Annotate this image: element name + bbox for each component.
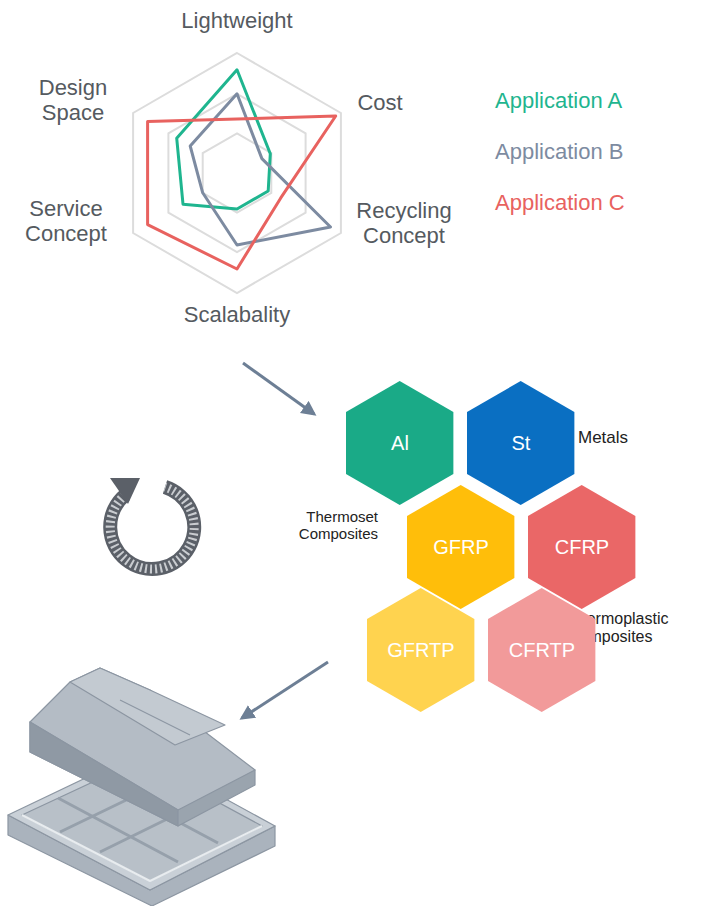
legend-entry: Application A [495,88,622,114]
radar-series [177,70,271,209]
legend-entry: Application C [495,190,625,216]
material-hexagon: CFRTP [488,588,595,712]
flow-arrow [242,662,328,718]
radar-grid [133,53,341,293]
material-label: CFRP [555,536,609,559]
group-label: Thermoset Composites [262,508,378,543]
legend-text: Application A [495,88,622,113]
radar-grid [203,133,272,212]
axis-label: Cost [348,90,412,115]
cycle-icon [110,478,194,569]
axis-label: Service Concept [8,196,124,247]
material-label: St [512,432,531,455]
material-label: GFRP [433,536,489,559]
legend-text: Application B [495,139,623,164]
material-hexagon: St [467,381,574,505]
legend-text: Application C [495,190,625,215]
axis-label: Scalabality [152,302,322,327]
material-label: GFRTP [387,639,454,662]
flow-arrow [243,363,314,414]
group-label: Metals [578,428,658,448]
material-label: Al [391,432,409,455]
axis-label: Lightweight [167,8,307,33]
battery-housing [8,668,275,906]
axis-label: Design Space [20,75,126,126]
radar-series [148,116,336,269]
material-hexagon: GFRTP [367,588,474,712]
axis-label: Recycling Concept [338,198,470,249]
legend-entry: Application B [495,139,623,165]
material-label: CFRTP [509,639,575,662]
material-hexagon: Al [346,381,453,505]
radar-chart [133,53,341,293]
